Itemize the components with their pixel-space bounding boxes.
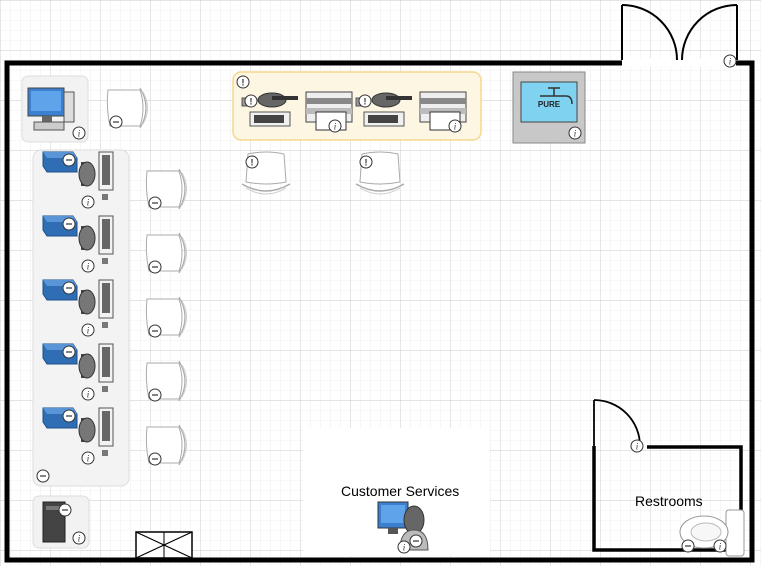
crossed-box (135, 531, 193, 559)
customer-services-label: Customer Services (341, 483, 460, 499)
alert-icon (244, 94, 258, 108)
computer-station (21, 75, 89, 143)
minus-icon (681, 539, 695, 553)
minus-icon (148, 452, 162, 466)
scanner-desks-group (232, 71, 482, 141)
info-icon (713, 539, 727, 553)
info-icon (568, 126, 582, 140)
info-icon (397, 540, 411, 554)
info-icon (630, 439, 644, 453)
workstation-group (32, 149, 130, 487)
info-icon (81, 451, 95, 465)
info-icon (81, 387, 95, 401)
minus-icon (409, 534, 423, 548)
chair (145, 360, 188, 402)
minus-icon (62, 345, 76, 359)
restrooms-label: Restrooms (635, 493, 703, 509)
minus-icon (62, 217, 76, 231)
info-icon (72, 126, 86, 140)
chair (145, 424, 188, 466)
minus-icon (148, 388, 162, 402)
chair (145, 296, 188, 338)
alert-icon (358, 94, 372, 108)
alert-icon (359, 155, 373, 169)
minus-icon (62, 153, 76, 167)
alert-icon (236, 75, 250, 89)
minus-icon (148, 260, 162, 274)
minus-icon (36, 469, 50, 483)
chair (145, 168, 188, 210)
info-icon (81, 259, 95, 273)
minus-icon (148, 324, 162, 338)
water-dispenser: PURE (512, 71, 586, 144)
alert-icon (245, 155, 259, 169)
outer-walls (4, 58, 755, 563)
server-tower (32, 495, 90, 549)
entrance-double-door (621, 4, 738, 68)
info-icon (723, 54, 737, 68)
info-icon (448, 119, 462, 133)
minus-icon (148, 196, 162, 210)
minus-icon (109, 115, 123, 129)
info-icon (81, 323, 95, 337)
restrooms-room (592, 399, 745, 557)
info-icon (81, 195, 95, 209)
info-icon (328, 119, 342, 133)
minus-icon (62, 409, 76, 423)
water-brand-label: PURE (538, 100, 561, 109)
customer-services-area (303, 428, 490, 556)
chair (145, 232, 188, 274)
minus-icon (62, 281, 76, 295)
info-icon (72, 531, 86, 545)
minus-icon (58, 503, 72, 517)
